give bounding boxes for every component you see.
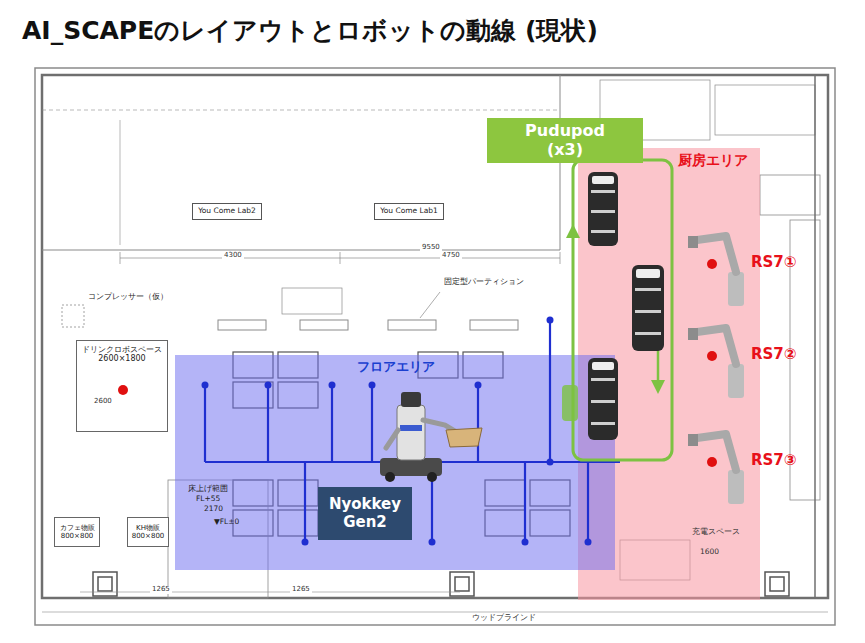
equipment-note: ウッドブラインド bbox=[470, 614, 538, 622]
equipment-note: コンプレッサー（仮） bbox=[88, 293, 168, 302]
dimension: 4300 bbox=[222, 252, 244, 260]
equipment-note: 充電スペース bbox=[692, 528, 740, 536]
room-label: You Come Lab1 bbox=[374, 203, 444, 220]
dimension: 2600 bbox=[94, 398, 112, 406]
dimension: 9550 bbox=[420, 244, 442, 252]
box-text: ドリンクロボスペース 2600×1800 bbox=[80, 345, 164, 363]
dimension: 4750 bbox=[440, 252, 462, 260]
robot-label-box: Nyokkey Gen2 bbox=[318, 487, 412, 540]
floor-note: ▼FL±0 bbox=[214, 518, 239, 526]
room-label: You Come Lab2 bbox=[192, 203, 262, 220]
page-title: AI_SCAPEのレイアウトとロボットの動線 (現状) bbox=[22, 14, 598, 47]
box-text: Pudupod (x3) bbox=[523, 122, 607, 159]
robot-label: RS7① bbox=[751, 254, 797, 271]
equipment-note: 固定型パーティション bbox=[444, 278, 524, 287]
box-text: カフェ物販 800×800 bbox=[57, 524, 97, 540]
shop-box: カフェ物販 800×800 bbox=[54, 517, 100, 547]
box-text: KH物販 800×800 bbox=[130, 524, 166, 540]
floor-note: 床上げ範囲 bbox=[188, 485, 228, 493]
dimension: 1600 bbox=[700, 548, 719, 556]
area-title: フロアエリア bbox=[357, 360, 435, 375]
space-box: ドリンクロボスペース 2600×1800 bbox=[76, 340, 168, 432]
robot-label: RS7② bbox=[751, 346, 797, 363]
box-text: You Come Lab2 bbox=[198, 207, 256, 216]
box-text: You Come Lab1 bbox=[380, 207, 438, 216]
dimension: 1265 bbox=[290, 586, 312, 594]
area-title: 厨房エリア bbox=[678, 152, 748, 168]
box-text: Nyokkey Gen2 bbox=[328, 496, 402, 531]
robot-label-box: Pudupod (x3) bbox=[487, 118, 643, 163]
robot-label: RS7③ bbox=[751, 452, 797, 469]
floor-note: FL+55 bbox=[196, 495, 220, 503]
dimension: 1265 bbox=[150, 586, 172, 594]
shop-box: KH物販 800×800 bbox=[127, 517, 169, 547]
dimension: 2170 bbox=[204, 505, 223, 513]
